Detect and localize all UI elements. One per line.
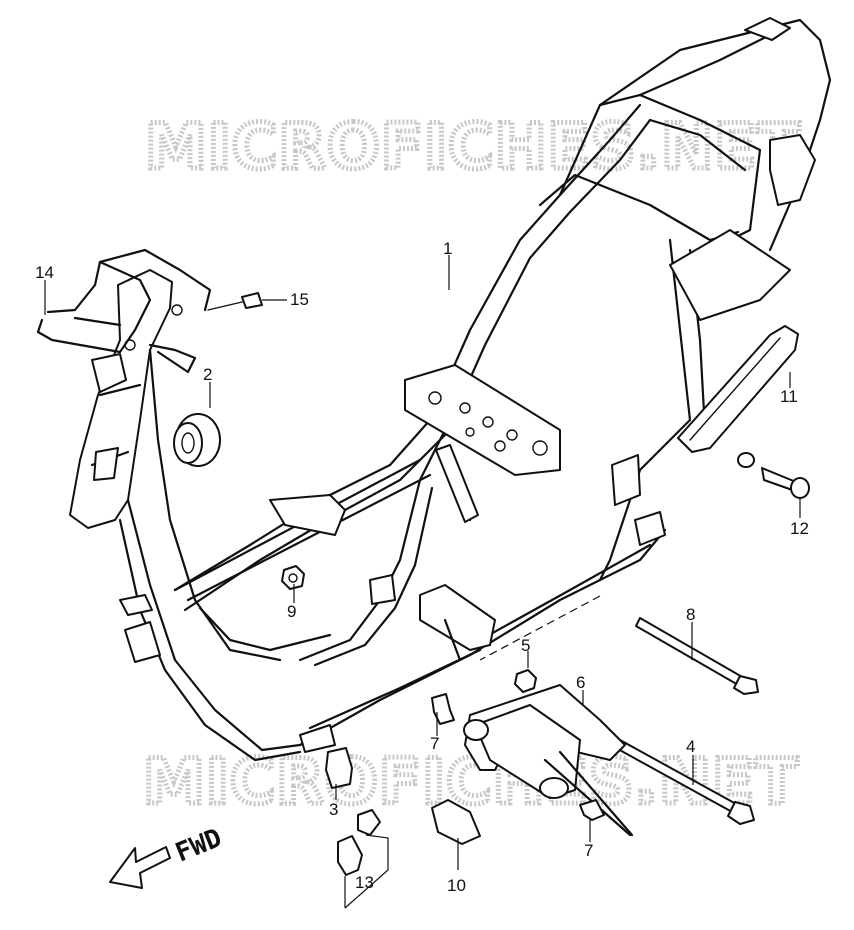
callout-10: 10 [447, 876, 466, 895]
fwd-label: FWD [171, 823, 226, 868]
callout-4: 4 [686, 737, 695, 756]
callout-9: 9 [287, 602, 296, 621]
part-11-guard [677, 325, 799, 453]
part-10-cover [431, 799, 481, 845]
callout-1: 1 [443, 239, 452, 258]
callout-8: 8 [686, 605, 695, 624]
callout-3: 3 [329, 800, 338, 819]
callout-15: 15 [290, 290, 309, 309]
part-9-nut [281, 565, 305, 590]
part-6-mount [463, 684, 634, 837]
main-frame [69, 17, 832, 762]
part-7-collar-right [579, 799, 605, 821]
callout-14: 14 [35, 263, 54, 282]
callout-11: 11 [780, 387, 798, 406]
part-14-bracket [36, 248, 212, 374]
callout-13: 13 [355, 873, 374, 892]
part-8-bolt [479, 595, 759, 695]
callout-12: 12 [790, 519, 809, 538]
part-5-nut [514, 669, 537, 693]
part-7-collar-left [431, 693, 455, 725]
watermark-top: MICROFICHES.NET [145, 110, 801, 183]
part-2-bushing [173, 413, 221, 467]
callout-2: 2 [203, 365, 212, 384]
callout-7b: 7 [584, 841, 593, 860]
part-15-bolt [207, 292, 263, 311]
callout-7a: 7 [430, 734, 439, 753]
callouts: 1 2 3 4 5 6 7 7 8 9 10 11 12 13 14 15 [35, 239, 809, 895]
part-13-grommets [337, 809, 381, 876]
leader-lines [44, 255, 801, 909]
forward-arrow-icon [109, 846, 171, 889]
part-3-clip [325, 747, 353, 789]
part-12-bolt [737, 452, 810, 499]
forward-arrow: FWD [109, 823, 226, 889]
callout-6: 6 [576, 673, 585, 692]
callout-5: 5 [521, 636, 530, 655]
